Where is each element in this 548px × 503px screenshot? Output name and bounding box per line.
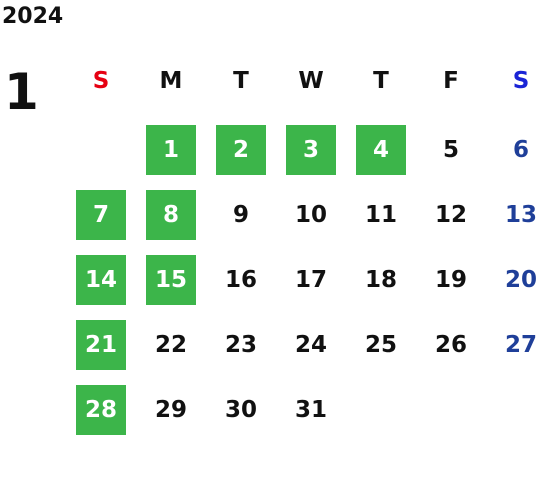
weekday-mon: M — [159, 68, 183, 94]
day-11[interactable]: 11 — [364, 202, 397, 228]
day-4[interactable]: 4 — [356, 125, 406, 175]
day-15[interactable]: 15 — [146, 255, 196, 305]
day-30[interactable]: 30 — [224, 397, 257, 423]
day-13[interactable]: 13 — [504, 202, 537, 228]
day-20[interactable]: 20 — [504, 267, 537, 293]
day-6[interactable]: 6 — [512, 137, 529, 163]
weekday-thu: T — [373, 68, 389, 94]
day-7[interactable]: 7 — [76, 190, 126, 240]
month-number: 1 — [4, 63, 39, 121]
day-22[interactable]: 22 — [154, 332, 187, 358]
day-29[interactable]: 29 — [154, 397, 187, 423]
day-14[interactable]: 14 — [76, 255, 126, 305]
day-17[interactable]: 17 — [294, 267, 327, 293]
day-19[interactable]: 19 — [434, 267, 467, 293]
year-label: 2024 — [2, 4, 64, 29]
day-26[interactable]: 26 — [434, 332, 467, 358]
day-21[interactable]: 21 — [76, 320, 126, 370]
day-28[interactable]: 28 — [76, 385, 126, 435]
weekday-sat: S — [512, 68, 530, 94]
day-16[interactable]: 16 — [224, 267, 257, 293]
day-25[interactable]: 25 — [364, 332, 397, 358]
weekday-tue: T — [233, 68, 249, 94]
day-5[interactable]: 5 — [442, 137, 459, 163]
day-31[interactable]: 31 — [294, 397, 327, 423]
day-3[interactable]: 3 — [286, 125, 336, 175]
weekday-fri: F — [443, 68, 459, 94]
day-18[interactable]: 18 — [364, 267, 397, 293]
day-12[interactable]: 12 — [434, 202, 467, 228]
day-24[interactable]: 24 — [294, 332, 327, 358]
weekday-sun: S — [92, 68, 110, 94]
day-1[interactable]: 1 — [146, 125, 196, 175]
day-9[interactable]: 9 — [232, 202, 249, 228]
day-27[interactable]: 27 — [504, 332, 537, 358]
day-10[interactable]: 10 — [294, 202, 327, 228]
weekday-wed: W — [298, 68, 324, 94]
day-8[interactable]: 8 — [146, 190, 196, 240]
day-23[interactable]: 23 — [224, 332, 257, 358]
day-2[interactable]: 2 — [216, 125, 266, 175]
